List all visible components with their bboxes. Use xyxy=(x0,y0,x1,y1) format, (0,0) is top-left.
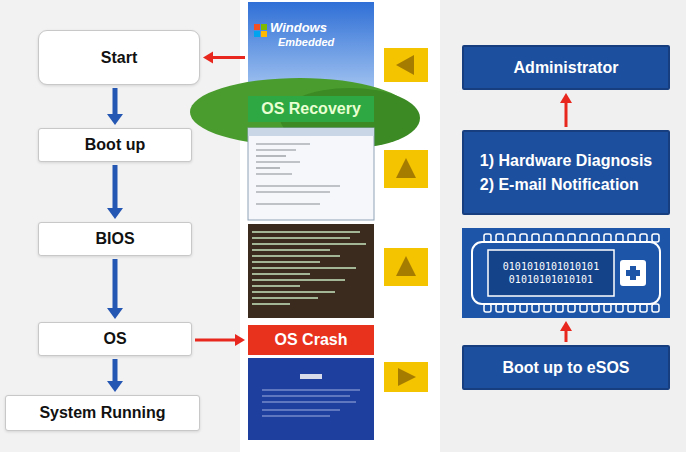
arrow-shaft xyxy=(113,359,118,382)
chip-pin xyxy=(640,234,647,242)
chip-pin xyxy=(628,234,635,242)
arrow-shaft xyxy=(195,339,236,342)
chip-pin xyxy=(556,234,563,242)
chip-pin xyxy=(544,304,551,312)
chip-ground xyxy=(462,228,670,318)
arrow-shaft xyxy=(565,102,568,127)
logo-text: Windows xyxy=(270,20,327,35)
chip-pin xyxy=(496,234,503,242)
recovery-arrow xyxy=(203,52,245,64)
node-text: System Running xyxy=(39,404,165,422)
arrow-head xyxy=(107,308,123,319)
text-group: 1) Hardware Diagnosis 2) E-mail Notificat… xyxy=(480,152,653,194)
flow-arrow xyxy=(107,359,123,392)
node-text: BIOS xyxy=(95,230,134,248)
chip-pin xyxy=(604,234,611,242)
arrow-head xyxy=(235,334,245,346)
plus-box xyxy=(620,260,646,286)
logo-text: Embedded xyxy=(278,36,334,48)
chip-pin xyxy=(556,304,563,312)
node-text: OS xyxy=(103,330,126,348)
yellow-flow-marker xyxy=(384,150,428,188)
crash-arrow xyxy=(195,334,245,346)
process-box: OS xyxy=(38,322,192,356)
node-text: Start xyxy=(101,49,137,67)
yellow-flow-marker xyxy=(384,362,428,392)
flow-arrow xyxy=(107,259,123,319)
chip-pin xyxy=(520,304,527,312)
chip-pin xyxy=(484,304,491,312)
node-text: OS Crash xyxy=(275,331,348,349)
boot-arrow xyxy=(560,321,572,342)
chip-pin xyxy=(592,234,599,242)
left-panel xyxy=(0,0,240,452)
chip-pin xyxy=(652,304,659,312)
band-fill: OS Recovery xyxy=(248,96,374,122)
chip-pin xyxy=(484,234,491,242)
process-box: System Running xyxy=(5,395,200,431)
arrow-shaft xyxy=(113,259,118,309)
chip-pin xyxy=(616,234,623,242)
task-box: 1) Hardware Diagnosis 2) E-mail Notificat… xyxy=(462,130,670,215)
role-box: Administrator xyxy=(462,45,670,90)
binary-text: 01010101010101 xyxy=(509,273,593,286)
yellow-flow-marker xyxy=(384,48,428,82)
node-text: Boot up to eSOS xyxy=(502,359,629,377)
flow-arrow xyxy=(107,88,123,125)
binary-text: 0101010101010101 xyxy=(503,260,599,273)
chip-pin xyxy=(520,234,527,242)
chip-pin xyxy=(532,234,539,242)
node-text: 2) E-mail Notification xyxy=(480,176,639,194)
chip-pin xyxy=(592,304,599,312)
arrow-head xyxy=(107,381,123,392)
chip-pin xyxy=(652,234,659,242)
notify-arrow xyxy=(560,93,572,127)
chip-pin xyxy=(532,304,539,312)
chip-pin xyxy=(508,304,515,312)
process-box: Boot up to eSOS xyxy=(462,345,670,390)
process-box: BIOS xyxy=(38,222,192,256)
chip-pin xyxy=(508,234,515,242)
arrow-shaft xyxy=(565,330,568,342)
arrow-shaft xyxy=(113,88,118,115)
arrow-head xyxy=(107,114,123,125)
arrow-head xyxy=(107,208,123,219)
chip-body xyxy=(472,242,660,304)
chip-pin xyxy=(580,304,587,312)
blue-screen xyxy=(248,358,374,440)
diagnosis-screenshot xyxy=(248,128,374,220)
flow-arrow xyxy=(107,165,123,219)
chip-pin xyxy=(628,304,635,312)
chip-graphic: 010101010101010101010101010101 xyxy=(462,228,670,318)
node-text: Boot up xyxy=(85,136,145,154)
node-text: Administrator xyxy=(514,59,619,77)
chip-pin xyxy=(544,234,551,242)
binary-group: 010101010101010101010101010101 xyxy=(488,250,614,296)
arrow-head xyxy=(560,93,572,103)
chip-pin xyxy=(568,304,575,312)
yellow-flow-marker xyxy=(384,248,428,286)
chip-pin xyxy=(580,234,587,242)
arrow-head xyxy=(560,321,572,331)
process-box: Start xyxy=(38,30,200,85)
crash-band: OS Crash xyxy=(248,325,374,355)
chip-outline xyxy=(462,228,670,318)
arrow-shaft xyxy=(212,56,245,59)
chip-pin xyxy=(496,304,503,312)
chip-panel xyxy=(488,250,614,296)
chip-pin xyxy=(568,234,575,242)
chip-pin xyxy=(616,304,623,312)
right-panel xyxy=(440,0,686,452)
terminal-screenshot xyxy=(248,224,374,318)
arrow-head xyxy=(203,52,213,64)
process-box: Boot up xyxy=(38,128,192,162)
chip-pin xyxy=(604,304,611,312)
node-text: OS Recovery xyxy=(261,100,361,118)
node-text: 1) Hardware Diagnosis xyxy=(480,152,653,170)
chip-pin xyxy=(640,304,647,312)
plus-sign xyxy=(630,266,636,280)
arrow-shaft xyxy=(113,165,118,209)
